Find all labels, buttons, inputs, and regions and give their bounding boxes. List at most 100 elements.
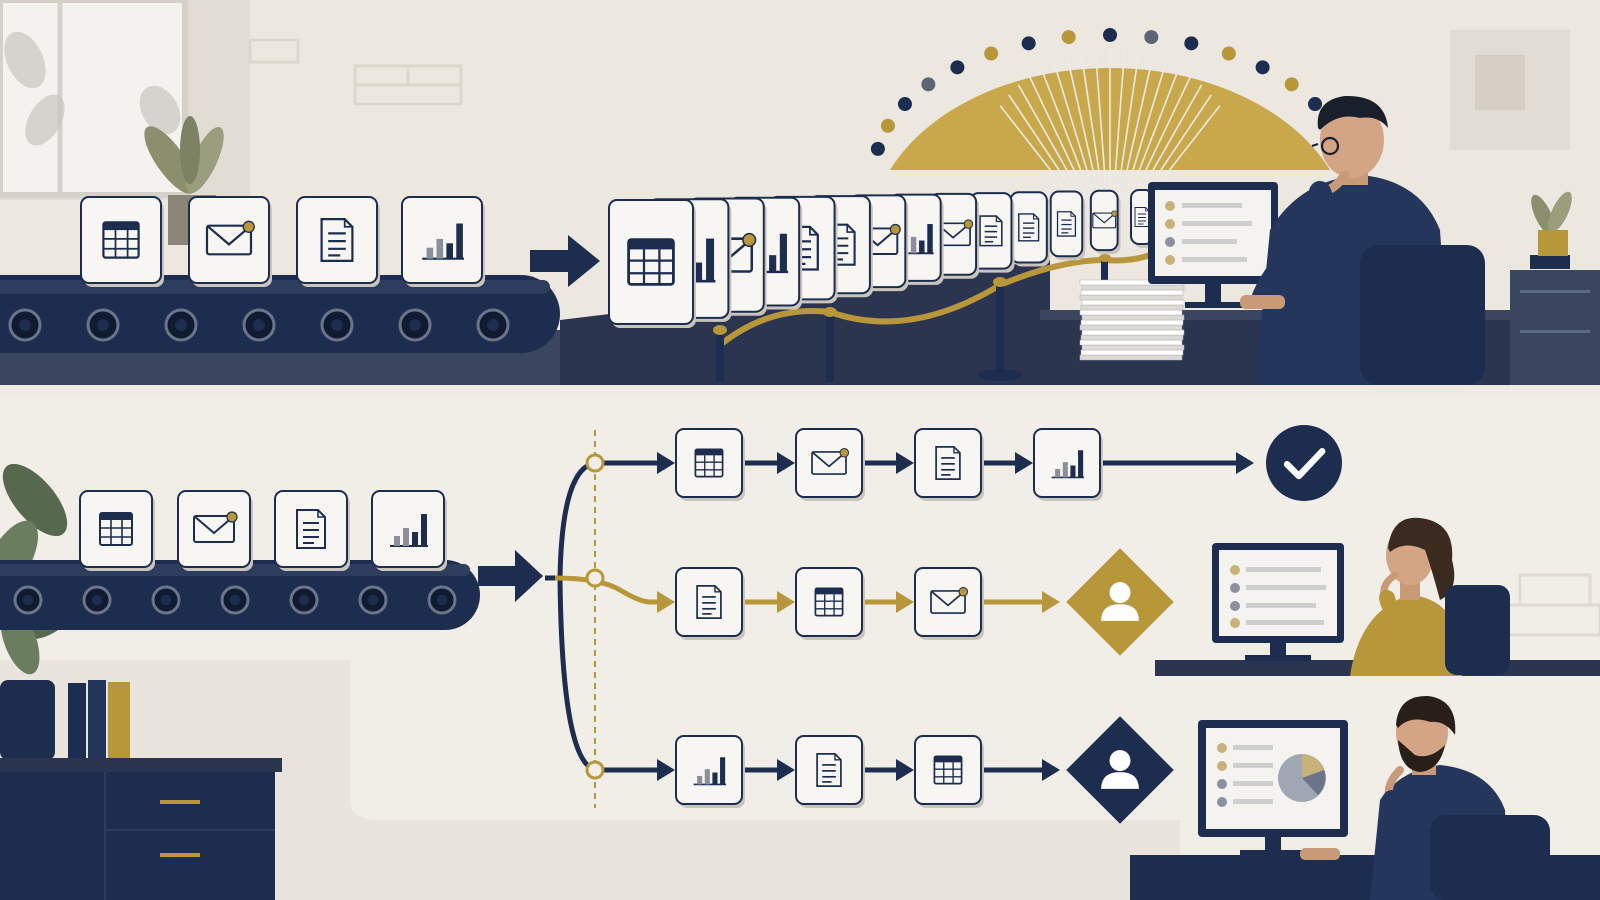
sunburst-dot <box>1061 30 1076 45</box>
sunburst-ray <box>1053 61 1098 204</box>
paper-sheet <box>1079 294 1183 301</box>
sunburst-dot <box>1144 30 1159 45</box>
sunburst-ray <box>1119 56 1154 202</box>
middle-monitor <box>1212 543 1344 661</box>
sunburst-ray <box>1115 52 1140 201</box>
bottom-flow-arrow <box>478 550 543 602</box>
flow-arrowhead <box>657 452 675 474</box>
sunburst-dot <box>921 77 936 92</box>
flow-arrowhead <box>896 759 914 781</box>
paper-sheet <box>1079 324 1183 331</box>
queue-card <box>608 199 696 328</box>
flow-arrowhead <box>777 452 795 474</box>
sunburst-dot <box>950 60 965 75</box>
queue-card <box>1089 189 1121 255</box>
top-flow-arrow <box>530 235 600 287</box>
sunburst-ray <box>1040 67 1095 205</box>
paper-sheet <box>1080 289 1184 296</box>
sunburst-ray <box>1028 75 1093 207</box>
paper-stack <box>1079 279 1185 361</box>
monitor-pie-chart <box>1278 754 1326 802</box>
queue-card <box>969 192 1015 273</box>
lane-card <box>914 428 984 501</box>
sunburst-dot <box>1103 28 1117 42</box>
bottom-conveyor-belt <box>0 560 480 630</box>
bottom-worker-person <box>1300 695 1510 900</box>
lane-card <box>795 428 865 501</box>
belt-card <box>274 490 350 571</box>
top-right-plant <box>1531 191 1572 256</box>
lane-card <box>795 567 865 640</box>
middle-office-chair <box>1445 585 1510 675</box>
lane-card <box>795 735 865 808</box>
flow-arrowhead <box>1015 452 1033 474</box>
flow-arrowhead <box>657 759 675 781</box>
paper-sheet <box>1080 319 1184 326</box>
lane-card <box>675 735 745 808</box>
flow-arrowhead <box>1236 452 1254 474</box>
sunburst-ray <box>1112 50 1126 201</box>
sunburst-dot <box>1255 60 1270 75</box>
sunburst-ray <box>1122 61 1167 204</box>
completed-badge <box>1266 425 1342 501</box>
lane-auto <box>650 425 1342 501</box>
belt-card <box>401 196 485 287</box>
sunburst-ray <box>1130 84 1203 210</box>
sunburst-ray <box>1066 56 1101 202</box>
flow-arrowhead <box>777 759 795 781</box>
sunburst-dot <box>870 141 885 156</box>
paper-sheet <box>1081 284 1185 291</box>
sunburst-dot <box>897 97 912 112</box>
top-monitor <box>1148 182 1278 308</box>
lane-card <box>1033 428 1103 501</box>
bookshelf-binders <box>68 680 130 758</box>
paper-sheet <box>1080 349 1184 356</box>
lane-card <box>914 735 984 808</box>
queue-card <box>1049 190 1086 261</box>
sunburst-dot <box>1021 36 1036 51</box>
paper-sheet <box>1080 334 1184 341</box>
lane-card <box>675 567 745 640</box>
belt-card <box>80 196 164 287</box>
top-office-chair <box>1360 245 1485 385</box>
sunburst-dot <box>1284 77 1299 92</box>
belt-card <box>188 196 272 287</box>
bottom-cabinet <box>0 758 282 900</box>
sunburst-dot <box>880 118 895 133</box>
sunburst-ray <box>1080 52 1105 201</box>
middle-worker-person <box>1350 517 1462 676</box>
paper-sheet <box>1079 339 1183 346</box>
bottom-belt-items <box>79 490 447 571</box>
flow-arrowhead <box>777 591 795 613</box>
paper-sheet <box>1081 299 1185 306</box>
top-belt-items <box>80 196 485 287</box>
paper-sheet <box>1079 354 1183 361</box>
flow-arrowhead <box>896 452 914 474</box>
bottom-monitor <box>1198 720 1348 856</box>
sunburst-dot <box>984 46 999 61</box>
sunburst-dot <box>1184 36 1199 51</box>
paper-sheet <box>1080 304 1184 311</box>
lane-card <box>675 428 745 501</box>
belt-card <box>177 490 253 571</box>
belt-card <box>296 196 380 287</box>
wall-bricks <box>248 38 463 106</box>
sunburst-ray <box>1125 67 1180 205</box>
queued-document-cards <box>608 189 1156 328</box>
routing-branches <box>545 430 651 808</box>
flow-arrowhead <box>896 591 914 613</box>
sunburst-ray <box>1017 84 1090 210</box>
sunburst-ray <box>1127 75 1192 207</box>
lane-card <box>914 567 984 640</box>
belt-card <box>371 490 447 571</box>
bottom-office-chair <box>1430 815 1550 900</box>
queue-card <box>1009 191 1050 267</box>
sunburst-ray <box>1094 50 1108 201</box>
paper-sheet <box>1081 329 1185 336</box>
paper-sheet <box>1079 309 1183 316</box>
flow-arrowhead <box>1042 591 1060 613</box>
paper-sheet <box>1081 314 1185 321</box>
window-plant-silhouette <box>4 31 181 146</box>
sunburst-dot <box>1308 97 1323 112</box>
